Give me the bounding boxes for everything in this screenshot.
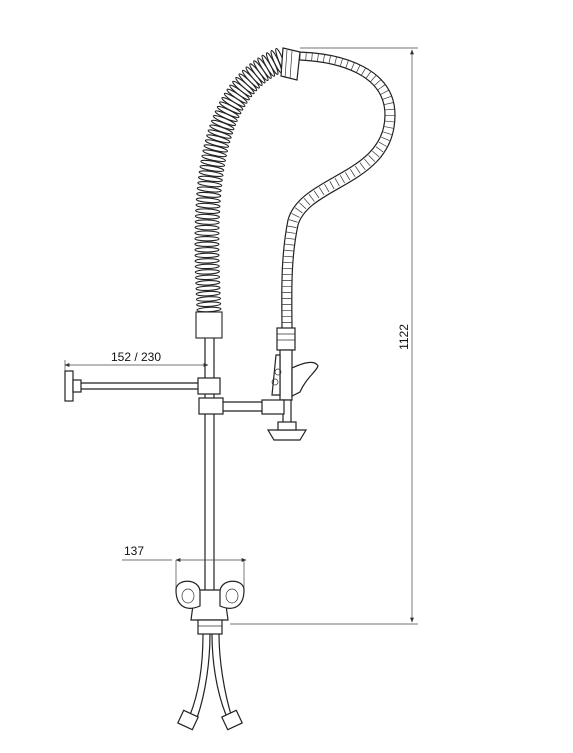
hose-rib: [345, 59, 349, 69]
hose-rib: [370, 74, 377, 83]
spring-coil-turn: [200, 159, 226, 167]
spring-coil-turn: [194, 213, 220, 220]
spring-coil-turn: [195, 285, 221, 292]
hose-rib: [381, 136, 390, 142]
riser-pipe: [204, 338, 215, 590]
hose-rib: [350, 169, 356, 178]
hose-rib: [368, 154, 376, 162]
spring-coil-turn: [195, 197, 221, 204]
spray-arm: [198, 397, 285, 415]
spring-coil-turn: [202, 149, 227, 158]
spring-coil-turn: [195, 290, 221, 297]
spring-coil-turn: [199, 165, 225, 172]
spread-dimension: 137: [122, 544, 247, 588]
spring-coil-turn: [201, 154, 226, 163]
hose-rib: [283, 255, 293, 258]
spring-coil-turn: [194, 269, 220, 275]
hose-rib: [359, 162, 366, 171]
height-label: 1122: [397, 324, 411, 350]
spring-coil-turn: [194, 252, 220, 259]
hose-rib: [345, 172, 351, 181]
spring-coil-turn: [197, 175, 223, 183]
hose-rib: [299, 202, 307, 210]
hose-rib: [339, 175, 345, 184]
spring-coil-turn: [195, 208, 221, 214]
hose-rib: [287, 225, 297, 228]
hose-rib: [378, 141, 387, 147]
spring-coil-turn: [195, 274, 221, 281]
hose-rib: [294, 207, 303, 214]
hose-rib: [384, 126, 394, 129]
spring-coil: [194, 47, 286, 339]
spring-coil-turn: [196, 191, 222, 198]
spring-coil-turn: [203, 144, 229, 153]
spring-coil-turn: [194, 235, 220, 242]
spring-coil-turn: [196, 186, 222, 193]
hose-rib: [288, 219, 298, 223]
hose-rib: [372, 150, 380, 158]
hose-rib: [283, 261, 293, 264]
spring-coil-turn: [194, 230, 220, 236]
spray-valve: [266, 327, 319, 441]
hose-rib: [377, 84, 386, 91]
spring-coil-turn: [194, 258, 220, 264]
hose-rib: [291, 213, 300, 218]
hose-rib: [284, 243, 294, 246]
hose-rib: [339, 57, 344, 67]
hose-rib: [286, 231, 296, 234]
hose-rib: [355, 64, 361, 73]
hose-rib: [383, 131, 392, 135]
hose-rib: [308, 194, 315, 202]
hose-rib: [385, 120, 395, 123]
hose-rib: [375, 146, 384, 153]
hose-rib: [385, 108, 395, 111]
flexible-hose: [281, 51, 396, 331]
spring-coil-turn: [198, 170, 224, 178]
mixer-body: [175, 580, 245, 635]
spring-collar: [195, 311, 223, 339]
spring-coil-turn: [196, 301, 222, 308]
hose-rib: [354, 165, 361, 174]
hose-rib: [318, 187, 325, 196]
hose-rib: [365, 70, 372, 79]
spring-coil-turn: [195, 202, 221, 209]
wall-arm-label: 152 / 230: [111, 350, 161, 364]
hose-rib: [360, 67, 367, 76]
spring-coil-turn: [194, 241, 220, 248]
spring-coil-turn: [194, 219, 220, 225]
wall-arm-dimension: 152 / 230: [64, 350, 209, 371]
spring-coil-turn: [195, 280, 221, 286]
hose-rib: [329, 181, 335, 190]
hose-rib: [382, 95, 392, 100]
hose-rib: [364, 158, 371, 167]
spring-coil-turn: [197, 181, 223, 188]
wall-bracket: [64, 370, 221, 402]
spring-coil-turn: [194, 224, 220, 231]
hose-rib: [384, 102, 394, 105]
hose-rib: [284, 249, 294, 252]
hose-rib: [374, 79, 382, 86]
hose-rib: [285, 237, 295, 240]
hose-rib: [334, 56, 338, 66]
hose-rib: [380, 89, 389, 95]
height-dimension: 1122: [230, 47, 418, 625]
spring-coil-turn: [194, 263, 220, 270]
spring-coil-turn: [194, 247, 220, 253]
hose-rib: [313, 190, 320, 199]
hose-rib: [350, 61, 355, 71]
supply-hoses: [176, 633, 244, 731]
hose-rib: [305, 51, 307, 61]
hose-rib: [334, 178, 340, 187]
hose-rib: [303, 197, 311, 206]
spread-label: 137: [124, 544, 144, 558]
hose-rib: [311, 52, 313, 62]
hose-rib: [328, 55, 332, 65]
hose-top-fitting: [280, 47, 301, 81]
hose-rib: [322, 53, 325, 63]
hose-rib: [324, 184, 330, 193]
spring-coil-turn: [195, 296, 221, 302]
hose-rib: [317, 53, 319, 63]
